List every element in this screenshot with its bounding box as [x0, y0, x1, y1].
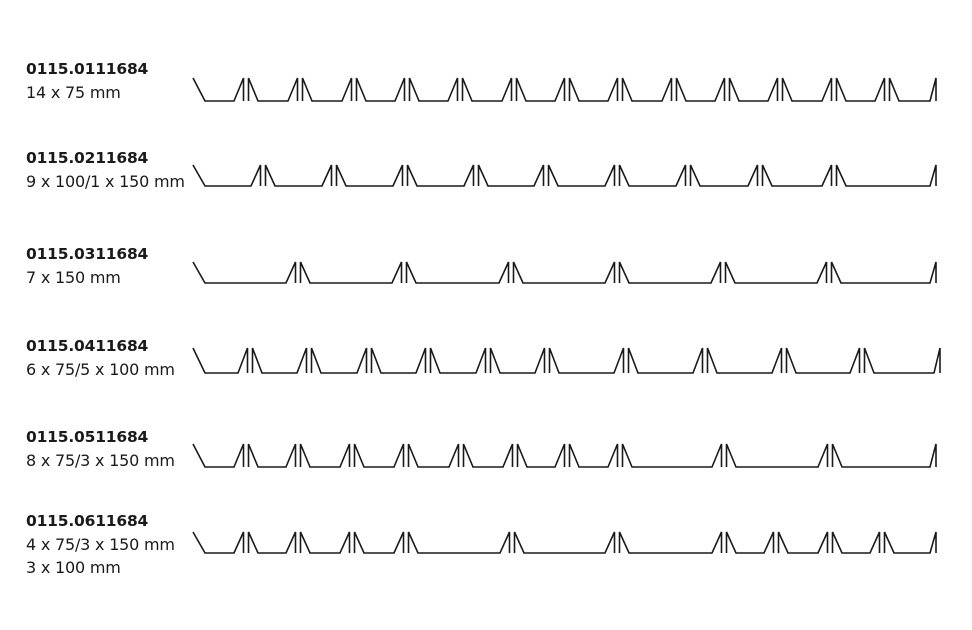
dimension-text: 6 x 75/5 x 100 mm	[26, 360, 175, 379]
profile-label: 0115.0511684 8 x 75/3 x 150 mm	[26, 426, 175, 472]
article-code: 0115.0211684	[26, 149, 149, 167]
dimension-text: 3 x 100 mm	[26, 558, 121, 577]
profile-label: 0115.0611684 4 x 75/3 x 150 mm 3 x 100 m…	[26, 510, 175, 579]
dimension-text: 8 x 75/3 x 150 mm	[26, 451, 175, 470]
dimension-text: 4 x 75/3 x 150 mm	[26, 535, 175, 554]
article-code: 0115.0311684	[26, 245, 149, 263]
profile-outline-4	[192, 347, 941, 374]
article-code: 0115.0411684	[26, 337, 149, 355]
profile-outline-2	[192, 164, 937, 187]
profile-outline-3	[192, 261, 937, 284]
dimension-text: 9 x 100/1 x 150 mm	[26, 172, 185, 191]
profile-label: 0115.0211684 9 x 100/1 x 150 mm	[26, 147, 185, 193]
profile-label: 0115.0411684 6 x 75/5 x 100 mm	[26, 335, 175, 381]
article-code: 0115.0511684	[26, 428, 149, 446]
dimension-text: 7 x 150 mm	[26, 268, 121, 287]
profile-label: 0115.0311684 7 x 150 mm	[26, 243, 148, 289]
profile-outline-1	[192, 77, 937, 102]
profile-label: 0115.0111684 14 x 75 mm	[26, 58, 148, 104]
article-code: 0115.0111684	[26, 60, 149, 78]
profile-outline-6	[192, 531, 937, 554]
profile-outline-5	[192, 443, 937, 468]
dimension-text: 14 x 75 mm	[26, 83, 121, 102]
article-code: 0115.0611684	[26, 512, 149, 530]
